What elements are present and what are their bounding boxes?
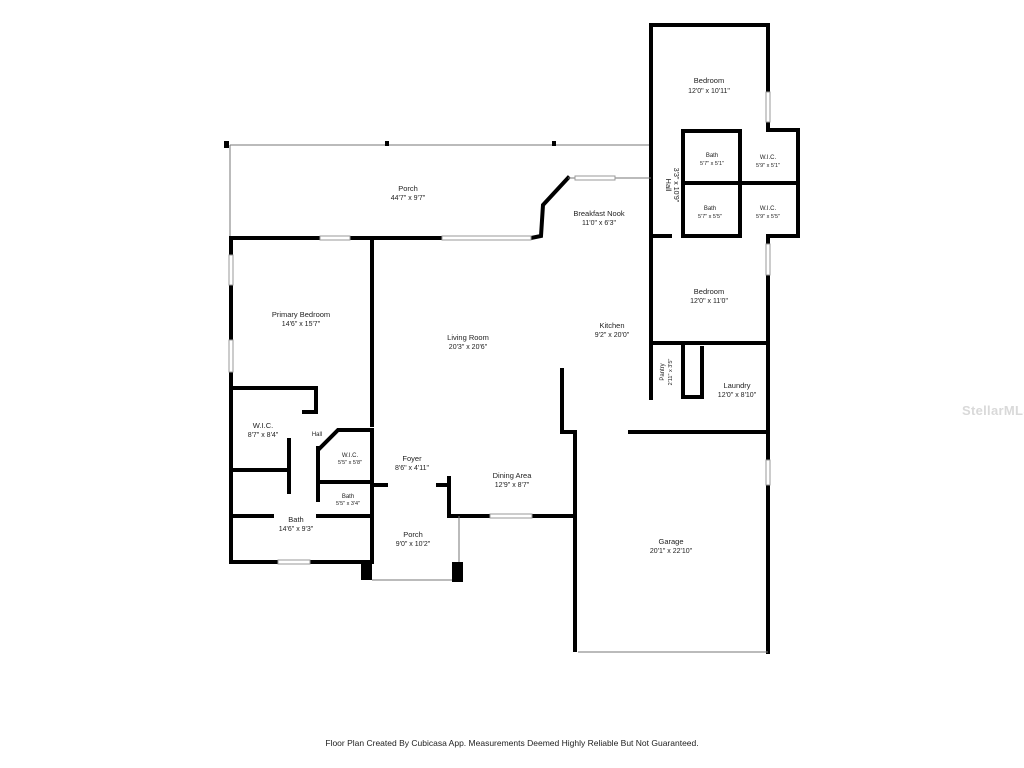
wic-upper-name: W.I.C. <box>760 155 777 161</box>
bath-upper-name: Bath <box>706 153 718 159</box>
wic-small-dim: 5'5" x 5'8" <box>338 460 362 466</box>
kitchen-name: Kitchen <box>599 321 624 330</box>
foyer-name: Foyer <box>402 454 422 463</box>
wic-lower-name: W.I.C. <box>760 206 777 212</box>
living-room-dim: 20'3" x 20'6" <box>449 344 488 351</box>
bedroom-mid-name: Bedroom <box>694 287 724 296</box>
porch-back-name: Porch <box>398 184 418 193</box>
bath-small-name: Bath <box>342 494 354 500</box>
pantry-dim: 2'11" x 3'5" <box>668 359 674 386</box>
foyer-dim: 8'6" x 4'11" <box>395 465 429 472</box>
bedroom-mid-dim: 12'0" x 11'0" <box>690 298 728 305</box>
bath-small-dim: 5'5" x 3'4" <box>336 501 360 507</box>
bath-lower-name: Bath <box>704 206 716 212</box>
wic-primary-name: W.I.C. <box>253 421 273 430</box>
bath-lower-dim: 5'7" x 5'5" <box>698 214 722 220</box>
bedroom-top-dim: 12'0" x 10'11" <box>688 88 730 95</box>
bath-primary-dim: 14'6" x 9'3" <box>279 526 314 533</box>
garage-name: Garage <box>658 537 683 546</box>
dining-area-name: Dining Area <box>493 471 533 480</box>
windows <box>228 91 771 565</box>
room-labels: Bedroom 12'0" x 10'11" Porch 44'7" x 9'7… <box>248 76 780 555</box>
walls <box>229 23 800 654</box>
primary-bedroom-name: Primary Bedroom <box>272 310 330 319</box>
breakfast-nook-dim: 11'0" x 6'3" <box>582 220 616 227</box>
laundry-dim: 12'0" x 8'10" <box>718 392 757 399</box>
hall-right-name: Hall <box>664 179 673 192</box>
breakfast-nook-name: Breakfast Nook <box>573 209 625 218</box>
kitchen-dim: 9'2" x 20'0" <box>595 332 630 339</box>
porch-front-dim: 9'0" x 10'2" <box>396 541 431 548</box>
bath-primary-name: Bath <box>288 515 303 524</box>
wic-small-name: W.I.C. <box>342 453 359 459</box>
laundry-name: Laundry <box>723 381 750 390</box>
wic-upper-dim: 5'9" x 5'1" <box>756 163 780 169</box>
wic-lower-dim: 5'9" x 5'5" <box>756 214 780 220</box>
garage-dim: 20'1" x 22'10" <box>650 548 693 555</box>
porch-back-dim: 44'7" x 9'7" <box>391 195 426 202</box>
dining-area-dim: 12'9" x 8'7" <box>495 482 530 489</box>
primary-bedroom-dim: 14'6" x 15'7" <box>282 321 321 328</box>
living-room-name: Living Room <box>447 333 489 342</box>
bedroom-top-name: Bedroom <box>694 76 724 85</box>
footer-disclaimer: Floor Plan Created By Cubicasa App. Meas… <box>325 738 699 748</box>
porch-front-name: Porch <box>403 530 423 539</box>
watermark: StellarMLS <box>962 403 1024 418</box>
wic-primary-dim: 8'7" x 8'4" <box>248 432 279 439</box>
hall-right-dim: 3'3" x 10'9" <box>672 168 679 203</box>
pantry-name: Pantry <box>660 363 666 380</box>
bath-upper-dim: 5'7" x 5'1" <box>700 161 724 167</box>
hall-left-name: Hall <box>312 432 322 438</box>
